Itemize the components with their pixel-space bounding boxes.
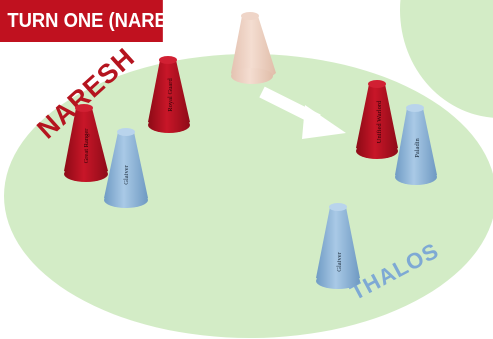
unit-label: Paladin [414,138,421,158]
unit-label: Great Ranger [83,128,90,164]
unit-label: Royal Guard [167,78,174,112]
unit-label: Glaiver [336,251,343,271]
ghost-piece [231,12,276,84]
turn-banner: TURN ONE (NARESH) [0,0,163,42]
unit-label: Glaiver [123,164,130,184]
unit-label: Unified Warlord [376,100,383,143]
